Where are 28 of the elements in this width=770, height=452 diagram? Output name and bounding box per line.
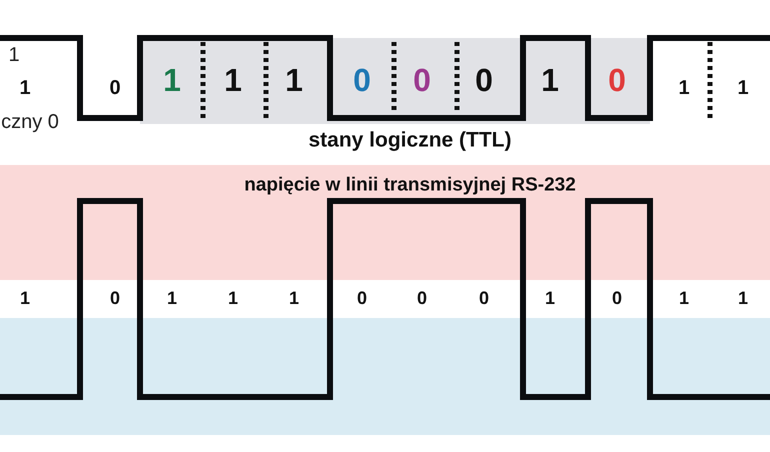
digit-label: 0	[479, 289, 489, 307]
digit-label: 1	[163, 64, 181, 96]
digit-label: 1	[228, 289, 238, 307]
digit-label: 0	[109, 78, 121, 98]
digit-label: 1	[541, 64, 559, 96]
digit-label: 1	[289, 289, 299, 307]
digit-label: 1	[679, 289, 689, 307]
digit-label: 1	[224, 64, 242, 96]
digit-label: 0	[608, 64, 626, 96]
digit-label: 1	[545, 289, 555, 307]
digit-label: 1	[19, 78, 31, 98]
digit-label: 0	[353, 64, 371, 96]
digit-label: 1	[8, 45, 20, 65]
section-title: napięcie w linii transmisyjnej RS-232	[244, 176, 576, 194]
state-label: czny 0	[1, 112, 59, 132]
digit-label: 0	[413, 64, 431, 96]
digit-label: 0	[110, 289, 120, 307]
digit-label: 0	[612, 289, 622, 307]
digit-label: 1	[737, 78, 749, 98]
section-title: stany logiczne (TTL)	[308, 130, 512, 150]
digit-label: 1	[167, 289, 177, 307]
digit-label: 1	[678, 78, 690, 98]
digit-label: 0	[475, 64, 493, 96]
digit-label: 0	[357, 289, 367, 307]
digit-label: 1	[738, 289, 748, 307]
digit-label: 1	[285, 64, 303, 96]
digit-label: 0	[417, 289, 427, 307]
digit-label: 1	[20, 289, 30, 307]
